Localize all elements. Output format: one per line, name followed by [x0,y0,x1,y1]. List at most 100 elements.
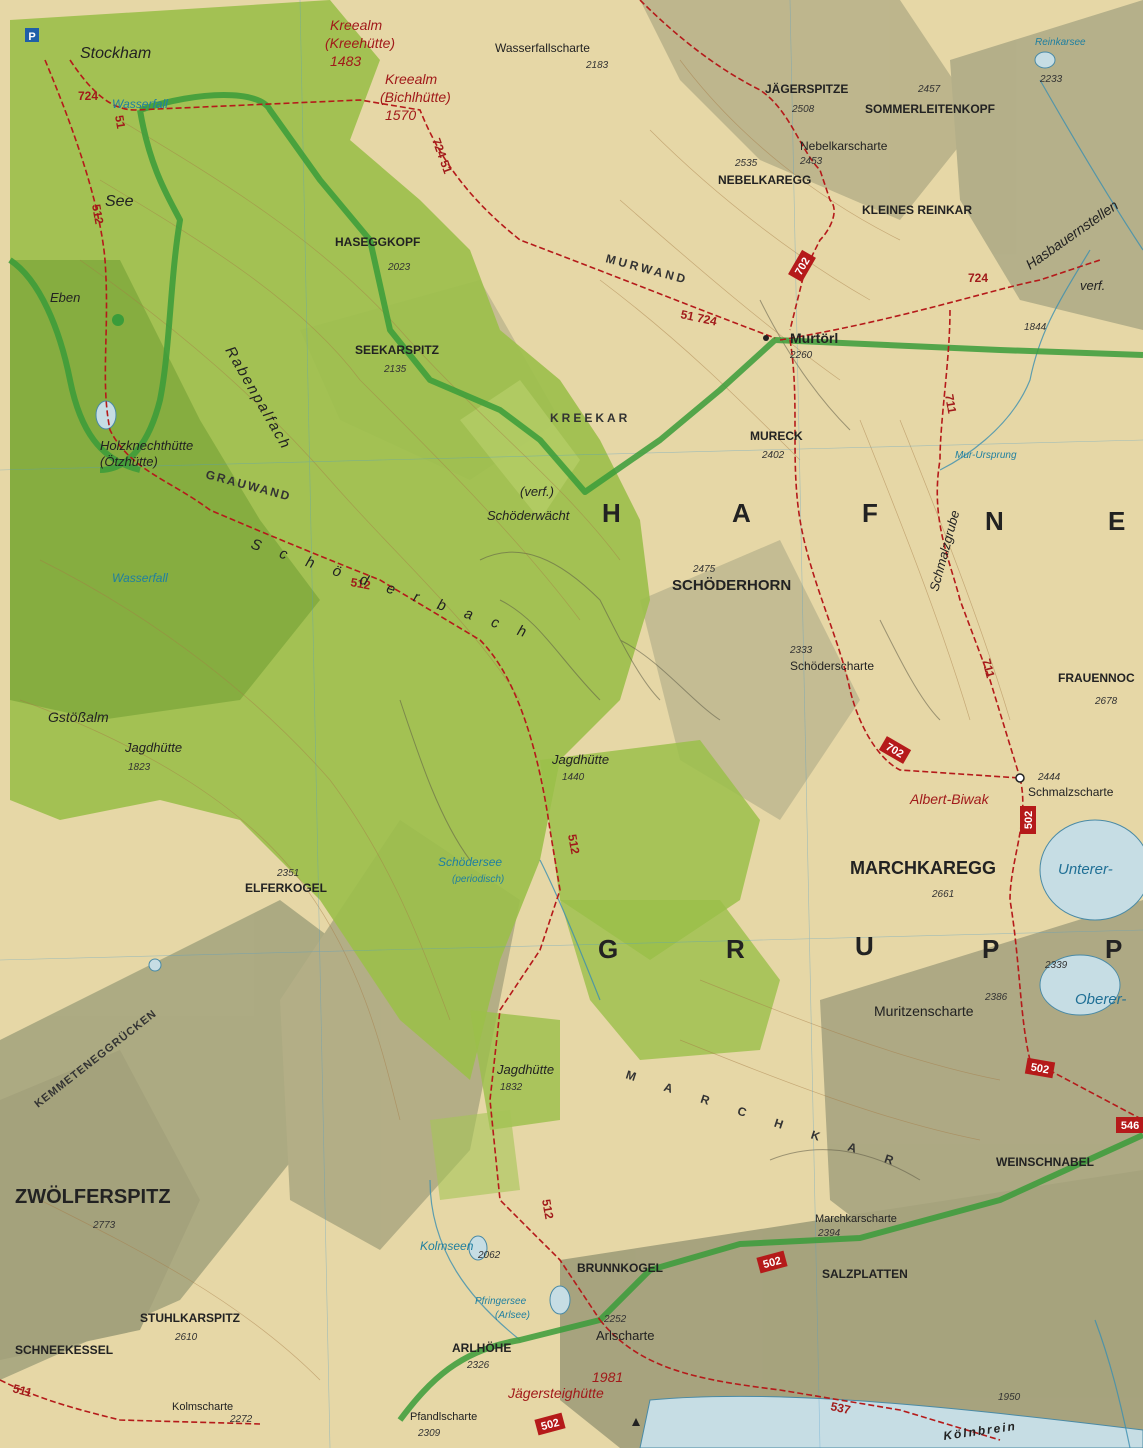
svg-text:2183: 2183 [585,60,609,71]
svg-text:Pfandlscharte: Pfandlscharte [410,1411,477,1423]
svg-text:NEBELKAREGG: NEBELKAREGG [718,173,811,187]
water-labels: Wasserfall Wasserfall Schödersee(periodi… [112,37,1126,1443]
svg-text:See: See [105,193,134,210]
svg-text:512: 512 [565,833,582,855]
svg-text:Reinkarsee: Reinkarsee [1035,37,1086,48]
svg-text:2386: 2386 [984,992,1008,1003]
trail-marker: 502 [756,1250,788,1274]
svg-text:Wasserfallscharte: Wasserfallscharte [495,41,590,55]
svg-text:Murtörl: Murtörl [790,330,838,346]
svg-text:Schöderscharte: Schöderscharte [790,659,874,673]
svg-text:2062: 2062 [477,1250,501,1261]
svg-text:724: 724 [78,89,98,103]
svg-text:2309: 2309 [417,1428,441,1439]
place-holzknechthuette: Holzknechthütte(Ötzhütte) [100,438,193,469]
svg-text:502: 502 [1023,811,1035,829]
svg-text:FRAUENNOC: FRAUENNOC [1058,671,1135,685]
svg-text:Muritzenscharte: Muritzenscharte [874,1003,974,1019]
peak-weinschnabel: WEINSCHNABEL [996,1155,1094,1169]
region-name-hafner: H A F N E [602,498,1125,536]
svg-text:ARLHÖHE: ARLHÖHE [452,1340,511,1355]
svg-text:Wasserfall: Wasserfall [112,571,168,585]
rock-areas [399,299,941,1181]
svg-text:BRUNNKOGEL: BRUNNKOGEL [577,1261,663,1275]
peak-kleines-reinkar: KLEINES REINKAR [862,203,972,217]
svg-text:2272: 2272 [229,1414,253,1425]
svg-text:2333: 2333 [789,645,813,656]
svg-text:2535: 2535 [734,158,758,169]
svg-text:KLEINES REINKAR: KLEINES REINKAR [862,203,972,217]
svg-text:Kreealm: Kreealm [330,17,382,33]
svg-text:Wasserfall: Wasserfall [112,97,168,111]
svg-text:STUHLKARSPITZ: STUHLKARSPITZ [140,1311,240,1325]
svg-text:MARCHKAREGG: MARCHKAREGG [850,858,996,878]
svg-text:(Bichlhütte): (Bichlhütte) [380,89,451,105]
parking-icon: P [25,28,39,43]
svg-text:1844: 1844 [1024,322,1047,333]
svg-text:Jagdhütte: Jagdhütte [124,740,182,755]
svg-text:Kreealm: Kreealm [385,71,437,87]
svg-text:P: P [982,934,999,964]
svg-text:SCHNEEKESSEL: SCHNEEKESSEL [15,1343,113,1357]
svg-text:51: 51 [112,114,128,130]
svg-text:G: G [598,934,618,964]
lakes [95,51,1143,1448]
svg-text:502: 502 [1030,1061,1050,1076]
svg-text:Marchkarscharte: Marchkarscharte [815,1213,897,1225]
forest-areas [10,0,780,1200]
svg-text:Jagdhütte: Jagdhütte [496,1062,554,1077]
svg-text:E: E [1108,506,1125,536]
svg-text:(Arlsee): (Arlsee) [495,1310,530,1321]
svg-text:502: 502 [762,1255,783,1271]
place-see: See [105,193,134,210]
svg-text:711: 711 [942,393,959,415]
svg-text:N: N [985,506,1004,536]
svg-text:SEEKARSPITZ: SEEKARSPITZ [355,343,439,357]
svg-text:WEINSCHNABEL: WEINSCHNABEL [996,1155,1094,1169]
svg-text:Holzknechthütte: Holzknechthütte [100,438,193,453]
svg-text:2475: 2475 [692,564,716,575]
hut-kreealm-kreehuette: Kreealm(Kreehütte)1483 [325,17,395,69]
svg-text:502: 502 [540,1417,561,1433]
bike-icon [112,314,124,326]
svg-text:546: 546 [1121,1120,1139,1132]
svg-text:U: U [855,931,874,961]
trail-marker: 702 [788,249,816,283]
svg-text:724: 724 [968,271,988,285]
svg-text:R: R [726,934,745,964]
place-labels: Stockham See Eben Holzknechthütte(Ötzhüt… [48,45,1105,1093]
trail-marker: 502 [1020,806,1036,834]
peak-schneekessel: SCHNEEKESSEL [15,1343,113,1357]
trail-marker: 502 [534,1412,566,1436]
svg-text:2252: 2252 [603,1314,627,1325]
map-symbols: P [25,28,1025,1426]
svg-text:2233: 2233 [1039,74,1063,85]
svg-text:JÄGERSPITZE: JÄGERSPITZE [765,81,848,96]
svg-text:Kolmseen: Kolmseen [420,1239,474,1253]
trail-marker: 502 [1024,1057,1056,1079]
pass-muritzenscharte: Muritzenscharte 2386 [874,992,1008,1019]
region-name-gruppe: G R U P P [598,931,1122,964]
hut-albert-biwak: Albert-Biwak [909,791,990,807]
pass-schoederscharte: Schöderscharte 2333 [789,645,874,673]
svg-text:F: F [862,498,878,528]
svg-text:1950: 1950 [998,1392,1021,1403]
hut-marker-icon [1015,773,1025,783]
svg-text:SALZPLATTEN: SALZPLATTEN [822,1267,908,1281]
place-schoederwaecht: Schöderwächt [487,508,571,523]
svg-text:511: 511 [11,1381,34,1400]
